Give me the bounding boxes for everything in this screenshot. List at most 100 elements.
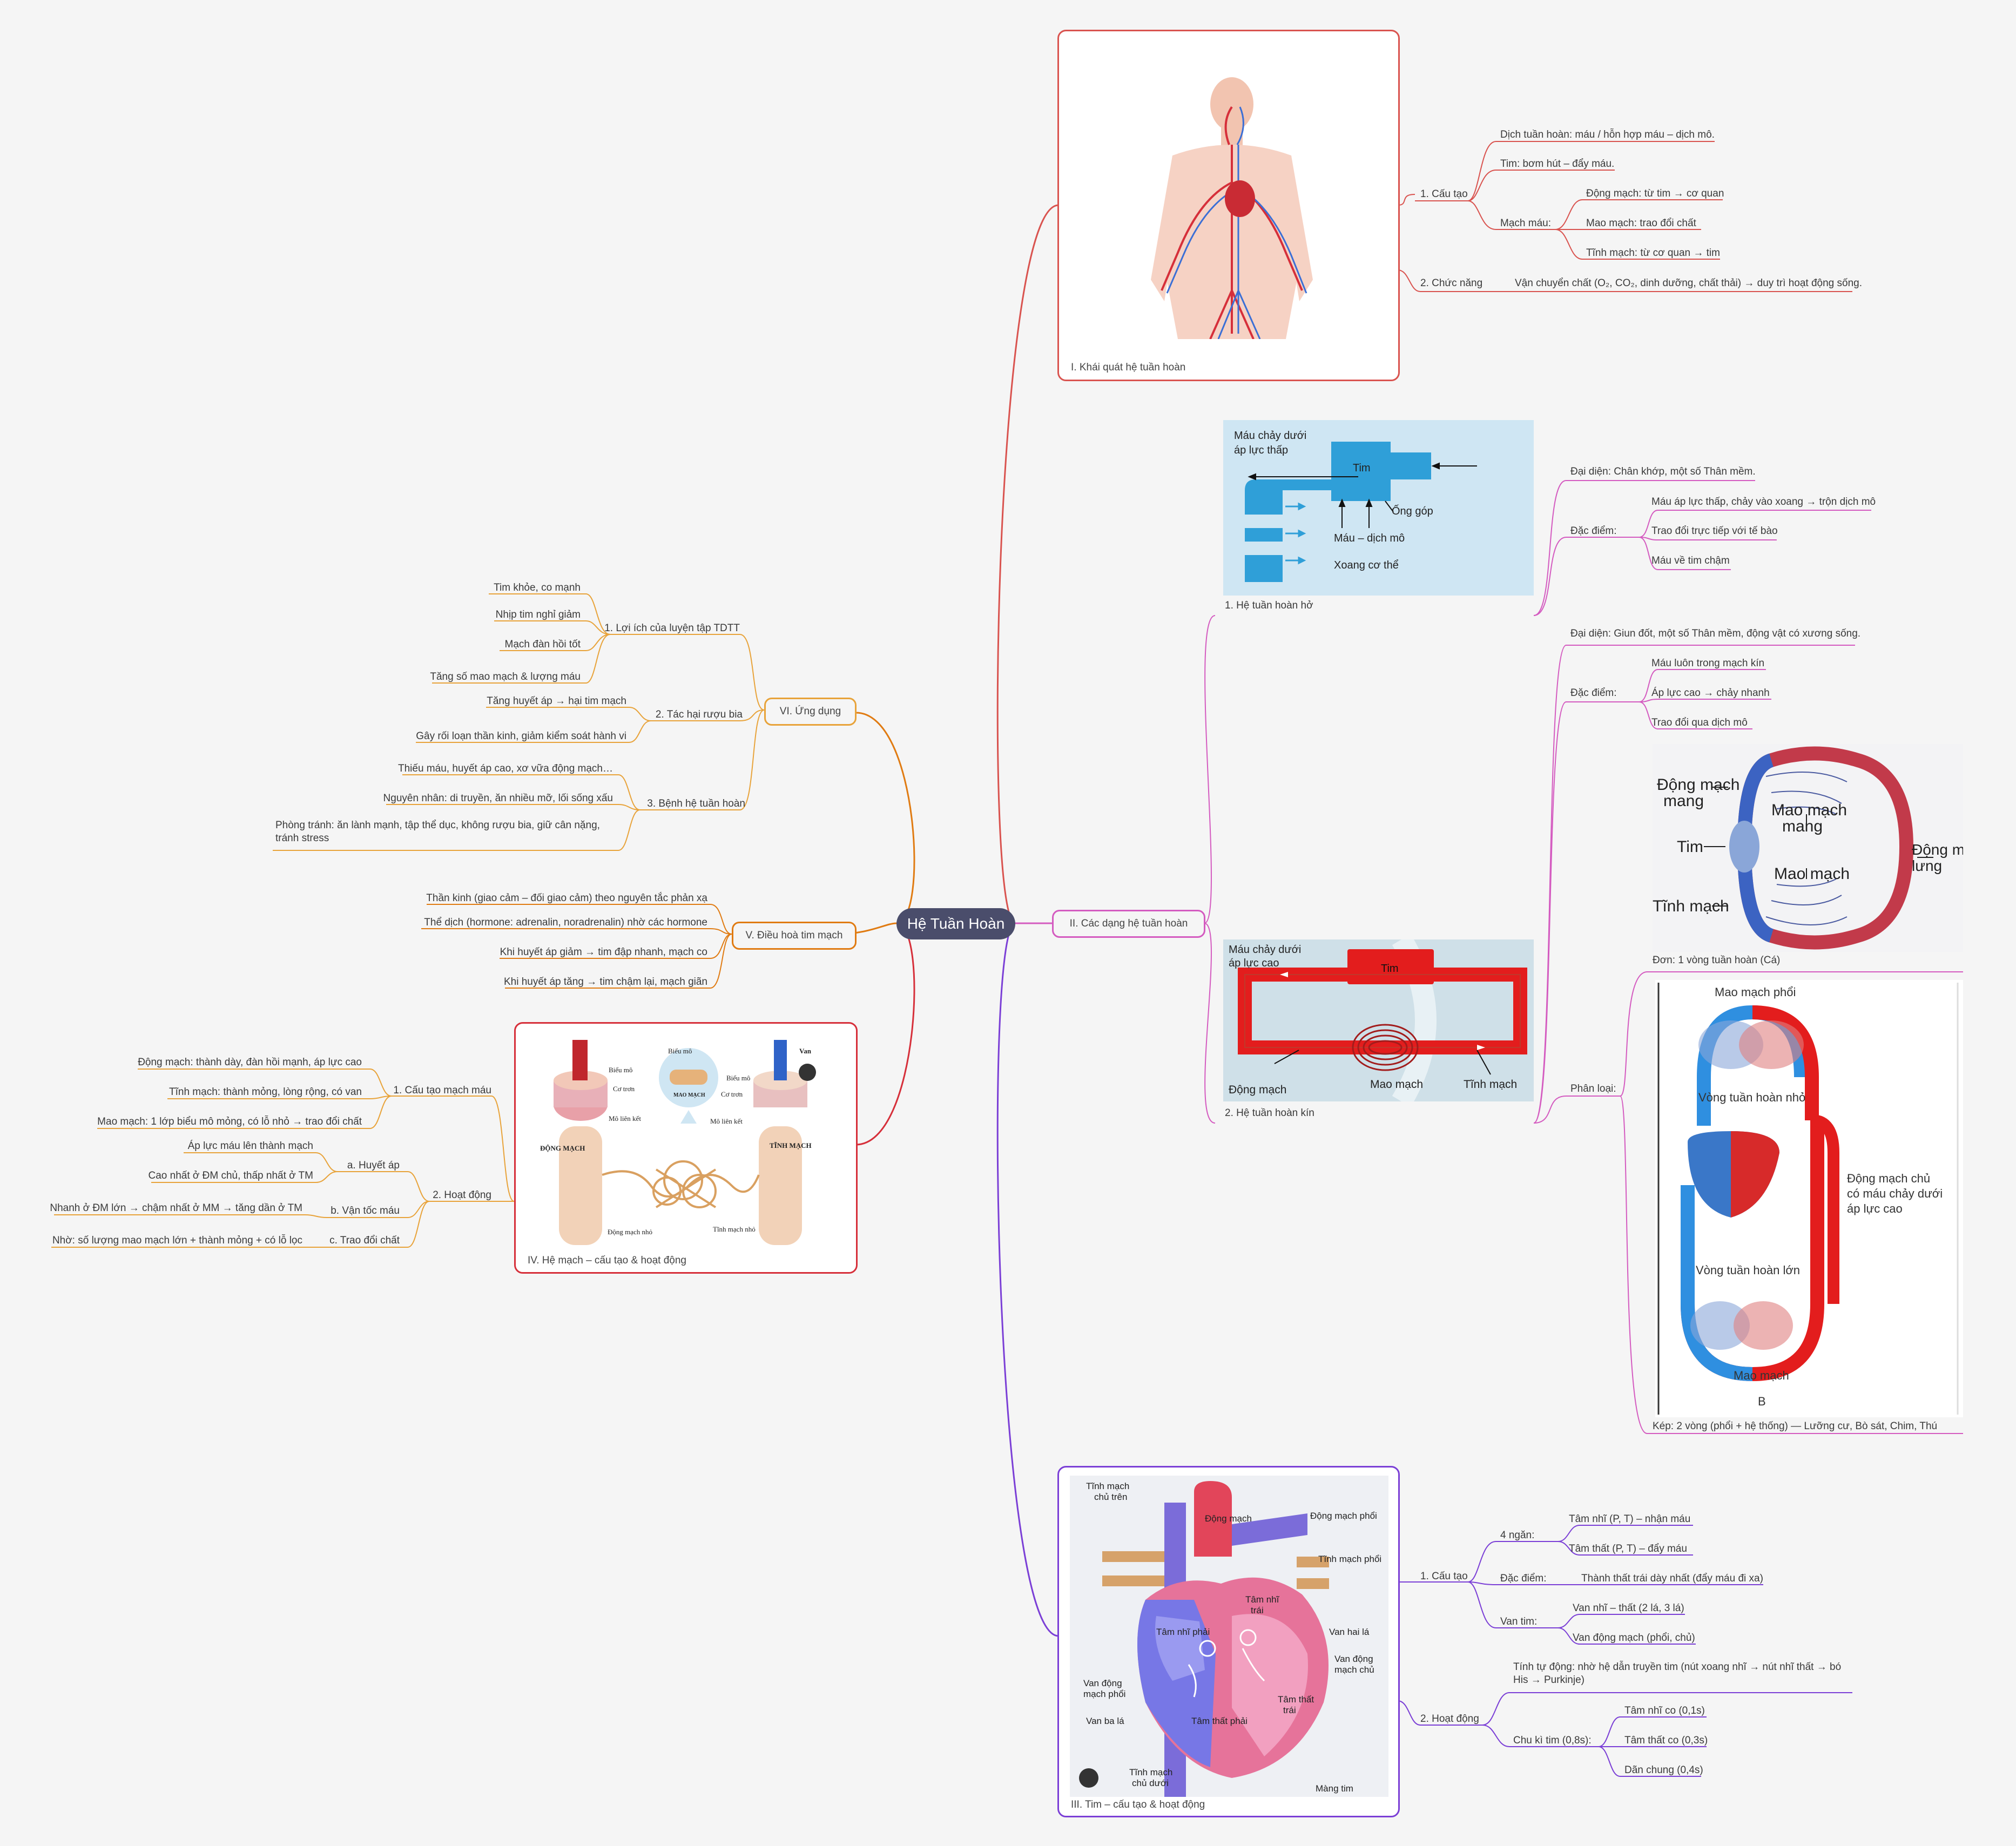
- s1-function-detail[interactable]: Vận chuyển chất (O₂, CO₂, dinh dưỡng, ch…: [1515, 278, 1863, 289]
- closed-circulation-title[interactable]: 2. Hệ tuần hoàn kín: [1225, 1107, 1314, 1119]
- s6-diseases-3[interactable]: Phòng tránh: ăn lành mạnh, tập thể dục, …: [275, 820, 600, 844]
- s3-structure[interactable]: 1. Cấu tạo: [1420, 1571, 1468, 1582]
- s6-alcohol[interactable]: 2. Tác hại rượu bia: [655, 709, 743, 720]
- s1-vessels[interactable]: Mạch máu:: [1500, 218, 1551, 229]
- open-feature-2[interactable]: Trao đổi trực tiếp với tế bào: [1651, 525, 1778, 537]
- open-feature-1[interactable]: Máu áp lực thấp, chảy vào xoang → trộn d…: [1651, 496, 1876, 508]
- s3-av-valves[interactable]: Van nhĩ – thất (2 lá, 3 lá): [1573, 1602, 1684, 1614]
- s1-vein[interactable]: Tĩnh mạch: từ cơ quan → tim: [1586, 247, 1720, 259]
- s6-diseases-2[interactable]: Nguyên nhân: di truyền, ăn nhiều mỡ, lối…: [383, 793, 613, 804]
- s6-exercise-2[interactable]: Nhịp tim nghỉ giảm: [495, 609, 581, 620]
- open-feature-3[interactable]: Máu về tim chậm: [1651, 555, 1730, 566]
- open-label-1: Máu chảy dưới: [1234, 430, 1306, 442]
- s6-exercise[interactable]: 1. Lợi ích của luyện tập TDTT: [604, 623, 740, 634]
- s6-exercise-1[interactable]: Tim khỏe, co mạnh: [494, 582, 581, 593]
- s6-exercise-3[interactable]: Mạch đàn hồi tốt: [504, 639, 581, 650]
- closed-representatives[interactable]: Đại diện: Giun đốt, một số Thân mềm, độn…: [1570, 628, 1861, 639]
- section-1-title: I. Khái quát hệ tuần hoàn: [1071, 362, 1186, 373]
- closed-feature-3[interactable]: Trao đổi qua dịch mô: [1651, 717, 1748, 728]
- s4-velocity-1[interactable]: Nhanh ở ĐM lớn → chậm nhất ở MM → tăng d…: [50, 1202, 302, 1214]
- double-label-capillary: Mao mạch: [1734, 1369, 1789, 1382]
- s6-exercise-4[interactable]: Tăng số mao mạch & lượng máu: [430, 671, 581, 682]
- s4-bp-2[interactable]: Cao nhất ở ĐM chủ, thấp nhất ở TM: [148, 1170, 314, 1181]
- s6-diseases-1[interactable]: Thiếu máu, huyết áp cao, xơ vữa động mạc…: [398, 763, 613, 774]
- root-node[interactable]: Hệ Tuần Hoàn: [896, 908, 1015, 939]
- s5-nervous[interactable]: Thần kinh (giao cảm – đối giao cảm) theo…: [426, 892, 707, 904]
- open-circulation-title[interactable]: 1. Hệ tuần hoàn hở: [1225, 600, 1313, 611]
- open-label-heart: Tim: [1353, 462, 1371, 474]
- section-4-title: IV. Hệ mạch – cấu tạo & hoạt động: [528, 1255, 686, 1266]
- open-representatives[interactable]: Đại diện: Chân khớp, một số Thân mềm.: [1570, 466, 1756, 477]
- heart-label-left-ventricle: Tâm thất: [1278, 1694, 1314, 1705]
- closed-features[interactable]: Đặc điểm:: [1570, 687, 1617, 699]
- closed-label-heart: Tim: [1381, 963, 1399, 975]
- s4-artery[interactable]: Động mạch: thành dày, đàn hồi mạnh, áp l…: [138, 1057, 362, 1068]
- s4-vein[interactable]: Tĩnh mạch: thành mỏng, lòng rộng, có van: [169, 1086, 362, 1098]
- s3-valves[interactable]: Van tim:: [1500, 1616, 1538, 1627]
- s4-exchange[interactable]: c. Trao đổi chất: [329, 1235, 400, 1246]
- s3-atria[interactable]: Tâm nhĩ (P, T) – nhận máu: [1569, 1513, 1691, 1525]
- s5-humoral[interactable]: Thể dịch (hormone: adrenalin, noradrenal…: [424, 917, 707, 928]
- s1-heart[interactable]: Tim: bơm hút – đẩy máu.: [1500, 158, 1615, 170]
- s1-blood-fluid[interactable]: Dịch tuần hoàn: máu / hỗn hợp máu – dịch…: [1500, 129, 1715, 140]
- s4-activity[interactable]: 2. Hoạt động: [433, 1189, 491, 1201]
- open-circulation-diagram: Máu chảy dưới áp lực thấp Tim Ống góp Má…: [1223, 420, 1534, 596]
- open-label-sinus: Xoang cơ thể: [1334, 559, 1399, 571]
- s3-activity[interactable]: 2. Hoạt động: [1420, 1713, 1479, 1725]
- open-features[interactable]: Đặc điểm:: [1570, 525, 1617, 537]
- section-6-node[interactable]: VI. Ứng dụng: [764, 698, 857, 726]
- section-5-node[interactable]: V. Điều hoà tim mạch: [732, 922, 857, 950]
- s4-bp-1[interactable]: Áp lực máu lên thành mạch: [187, 1140, 313, 1152]
- circulatory-body-illustration: [1151, 77, 1313, 339]
- heart-label-left-ventricle-2: trái: [1283, 1705, 1296, 1715]
- s4-velocity[interactable]: b. Vận tốc máu: [331, 1205, 400, 1216]
- s3-four-chambers[interactable]: 4 ngăn:: [1500, 1530, 1535, 1541]
- heart-label-right-atrium: Tâm nhĩ phải: [1156, 1627, 1210, 1637]
- double-label-aorta-3: áp lực cao: [1847, 1202, 1903, 1215]
- s3-ventricular-systole[interactable]: Tâm thất co (0,3s): [1624, 1735, 1708, 1746]
- single-circulation[interactable]: Đơn: 1 vòng tuần hoàn (Cá): [1653, 955, 1781, 966]
- section-3-card[interactable]: Tĩnh mạch chủ trên Động mạch Động mạch p…: [1057, 1466, 1400, 1817]
- closed-feature-2[interactable]: Áp lực cao → chảy nhanh: [1651, 687, 1770, 699]
- fish-label-dorsal-aorta: Động mạch: [1912, 841, 1963, 858]
- double-label-aorta-2: có máu chảy dưới: [1847, 1187, 1943, 1200]
- heart-label-right-ventricle: Tâm thất phải: [1191, 1716, 1248, 1726]
- s3-semilunar-valves[interactable]: Van động mạch (phổi, chủ): [1573, 1632, 1695, 1644]
- s3-feature-wall[interactable]: Thành thất trái dày nhất (đẩy máu đi xa): [1581, 1573, 1763, 1584]
- heart-label-pulmonary-valve-2: mạch phổi: [1083, 1689, 1125, 1699]
- s6-alcohol-2[interactable]: Gây rối loạn thần kinh, giảm kiểm soát h…: [416, 731, 626, 742]
- s3-ventricles[interactable]: Tâm thất (P, T) – đẩy máu: [1569, 1543, 1687, 1554]
- s3-automaticity[interactable]: Tính tự động: nhờ hệ dẫn truyền tim (nút…: [1513, 1661, 1842, 1686]
- s4-blood-pressure[interactable]: a. Huyết áp: [347, 1160, 400, 1171]
- heart-label-left-atrium-2: trái: [1251, 1605, 1264, 1615]
- s5-bp-high[interactable]: Khi huyết áp tăng → tim chậm lại, mạch g…: [503, 976, 707, 988]
- s1-structure[interactable]: 1. Cấu tạo: [1420, 188, 1468, 200]
- s1-capillary[interactable]: Mao mạch: trao đổi chất: [1586, 218, 1696, 229]
- closed-feature-1[interactable]: Máu luôn trong mạch kín: [1651, 658, 1765, 669]
- section-2-node[interactable]: II. Các dạng hệ tuần hoàn: [1052, 910, 1205, 938]
- s3-features[interactable]: Đặc điểm:: [1500, 1573, 1547, 1584]
- s3-atrial-systole[interactable]: Tâm nhĩ co (0,1s): [1624, 1705, 1705, 1716]
- s3-cardiac-cycle[interactable]: Chu kì tim (0,8s):: [1513, 1735, 1592, 1746]
- s6-alcohol-1[interactable]: Tăng huyết áp → hại tim mạch: [487, 695, 626, 707]
- s1-function[interactable]: 2. Chức năng: [1420, 278, 1483, 289]
- vessel-label-valve: Van: [799, 1047, 812, 1055]
- s6-diseases[interactable]: 3. Bệnh hệ tuần hoàn: [647, 798, 745, 809]
- closed-classification[interactable]: Phân loại:: [1570, 1083, 1616, 1094]
- closed-circulation-diagram: Máu chảy dưới áp lực cao Tim Động mạch M…: [1223, 939, 1534, 1101]
- section-1-card[interactable]: I. Khái quát hệ tuần hoàn: [1057, 30, 1400, 381]
- heart-label-svc-2: chủ trên: [1094, 1492, 1127, 1502]
- single-circulation-diagram: Động mạch mang Mao mạch mang Tim Động mạ…: [1653, 744, 1963, 952]
- fish-label-vein: Tĩnh mạch: [1653, 897, 1729, 915]
- double-circulation[interactable]: Kép: 2 vòng (phổi + hệ thống) — Lưỡng cư…: [1653, 1421, 1938, 1432]
- vessel-label-connective-v: Mô liên kết: [710, 1117, 743, 1125]
- s4-capillary[interactable]: Mao mạch: 1 lớp biểu mô mỏng, có lỗ nhỏ …: [97, 1116, 362, 1127]
- heart-label-pulmonary-valve: Van động: [1083, 1678, 1122, 1688]
- s4-exchange-1[interactable]: Nhờ: số lượng mao mạch lớn + thành mỏng …: [52, 1235, 302, 1246]
- s1-artery[interactable]: Động mạch: từ tim → cơ quan: [1586, 188, 1724, 199]
- section-4-card[interactable]: Biểu mô Cơ trơn Mô liên kết ĐỘNG MẠCH Bi…: [514, 1022, 858, 1274]
- heart-label-pulmonary-artery: Động mạch phổi: [1310, 1511, 1377, 1521]
- s5-bp-low[interactable]: Khi huyết áp giảm → tim đập nhanh, mạch …: [500, 946, 707, 958]
- s3-diastole[interactable]: Dãn chung (0,4s): [1624, 1764, 1703, 1776]
- s4-vessel-structure[interactable]: 1. Cấu tạo mạch máu: [393, 1085, 491, 1096]
